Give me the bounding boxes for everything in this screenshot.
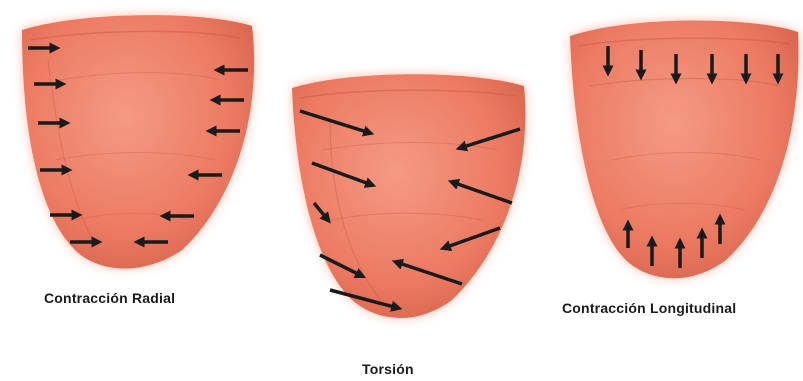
- heart-torsion: [292, 74, 525, 318]
- heart-radial: [22, 15, 254, 268]
- caption-longitudinal: Contracción Longitudinal: [562, 300, 736, 316]
- caption-torsion: Torsión: [362, 361, 414, 377]
- heart-longitudinal: [570, 20, 798, 278]
- caption-radial: Contracción Radial: [44, 290, 175, 306]
